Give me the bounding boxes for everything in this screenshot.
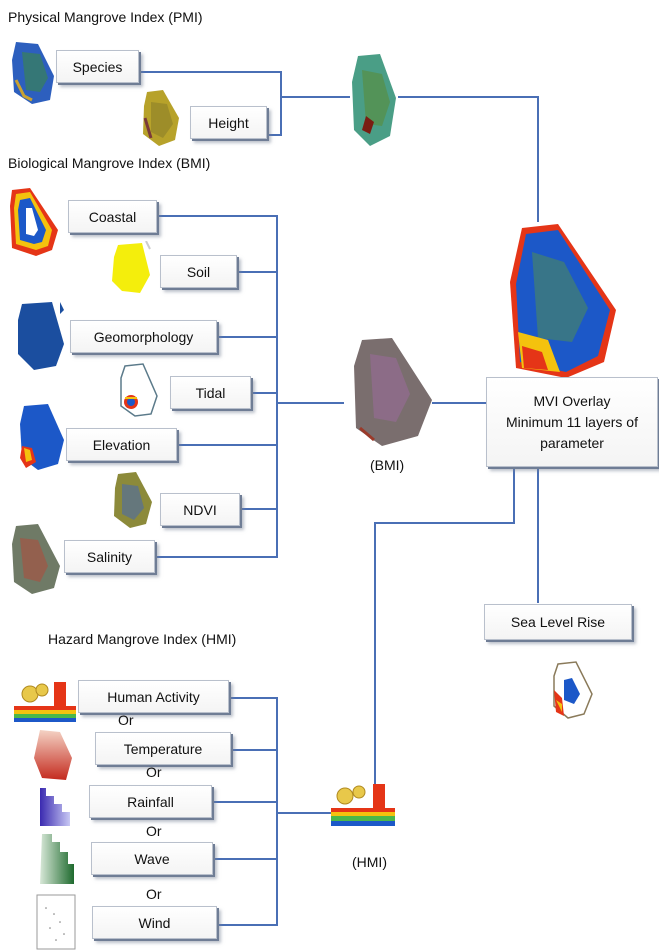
tidal-map-thumbnail (120, 363, 158, 417)
or-label-2: Or (146, 764, 162, 780)
wind-layer-box: Wind (92, 906, 217, 939)
height-map-thumbnail (143, 90, 179, 146)
soil-map-thumbnail (112, 241, 151, 293)
geomorphology-layer-box: Geomorphology (70, 320, 217, 353)
wind-map-thumbnail (36, 894, 76, 950)
ndvi-map-thumbnail (114, 472, 152, 528)
coastal-map-thumbnail (10, 188, 58, 256)
species-map-thumbnail (12, 42, 54, 104)
pmi-section-title: Physical Mangrove Index (PMI) (8, 9, 203, 25)
mvi-overlay-box: MVI Overlay Minimum 11 layers of paramet… (486, 377, 658, 467)
bmi-section-title: Biological Mangrove Index (BMI) (8, 155, 211, 171)
sea-level-rise-box: Sea Level Rise (484, 604, 632, 640)
sea-level-rise-map (553, 661, 593, 719)
temperature-map-thumbnail (34, 730, 72, 780)
height-layer-box: Height (190, 106, 267, 139)
hmi-result-label: (HMI) (352, 854, 387, 870)
mvi-subtitle: Minimum 11 layers of parameter (505, 413, 638, 451)
rainfall-map-thumbnail (40, 788, 70, 826)
or-label-4: Or (146, 886, 162, 902)
bmi-result-label: (BMI) (370, 457, 405, 473)
hmi-section-title: Hazard Mangrove Index (HMI) (48, 631, 237, 647)
salinity-map-thumbnail (12, 524, 60, 594)
geomorphology-map-thumbnail (18, 302, 64, 370)
wave-map-thumbnail (40, 834, 74, 884)
bmi-result-map (354, 338, 432, 446)
temperature-layer-box: Temperature (95, 732, 231, 765)
tidal-layer-box: Tidal (170, 376, 251, 409)
soil-layer-box: Soil (160, 255, 237, 288)
rainfall-layer-box: Rainfall (89, 785, 212, 818)
human-activity-layer-box: Human Activity (78, 680, 229, 713)
hmi-result-map (331, 784, 395, 826)
mvi-overlay-map (510, 224, 616, 378)
elevation-map-thumbnail (20, 404, 64, 470)
pmi-result-map (352, 54, 396, 146)
coastal-layer-box: Coastal (68, 200, 157, 233)
salinity-layer-box: Salinity (64, 540, 155, 573)
or-label-3: Or (146, 823, 162, 839)
ndvi-layer-box: NDVI (160, 493, 240, 526)
or-label-1: Or (118, 712, 134, 728)
wave-layer-box: Wave (91, 842, 213, 875)
elevation-layer-box: Elevation (66, 428, 177, 461)
mvi-title: MVI Overlay (533, 392, 611, 409)
human-activity-map-thumbnail (14, 682, 76, 722)
species-layer-box: Species (56, 50, 139, 83)
